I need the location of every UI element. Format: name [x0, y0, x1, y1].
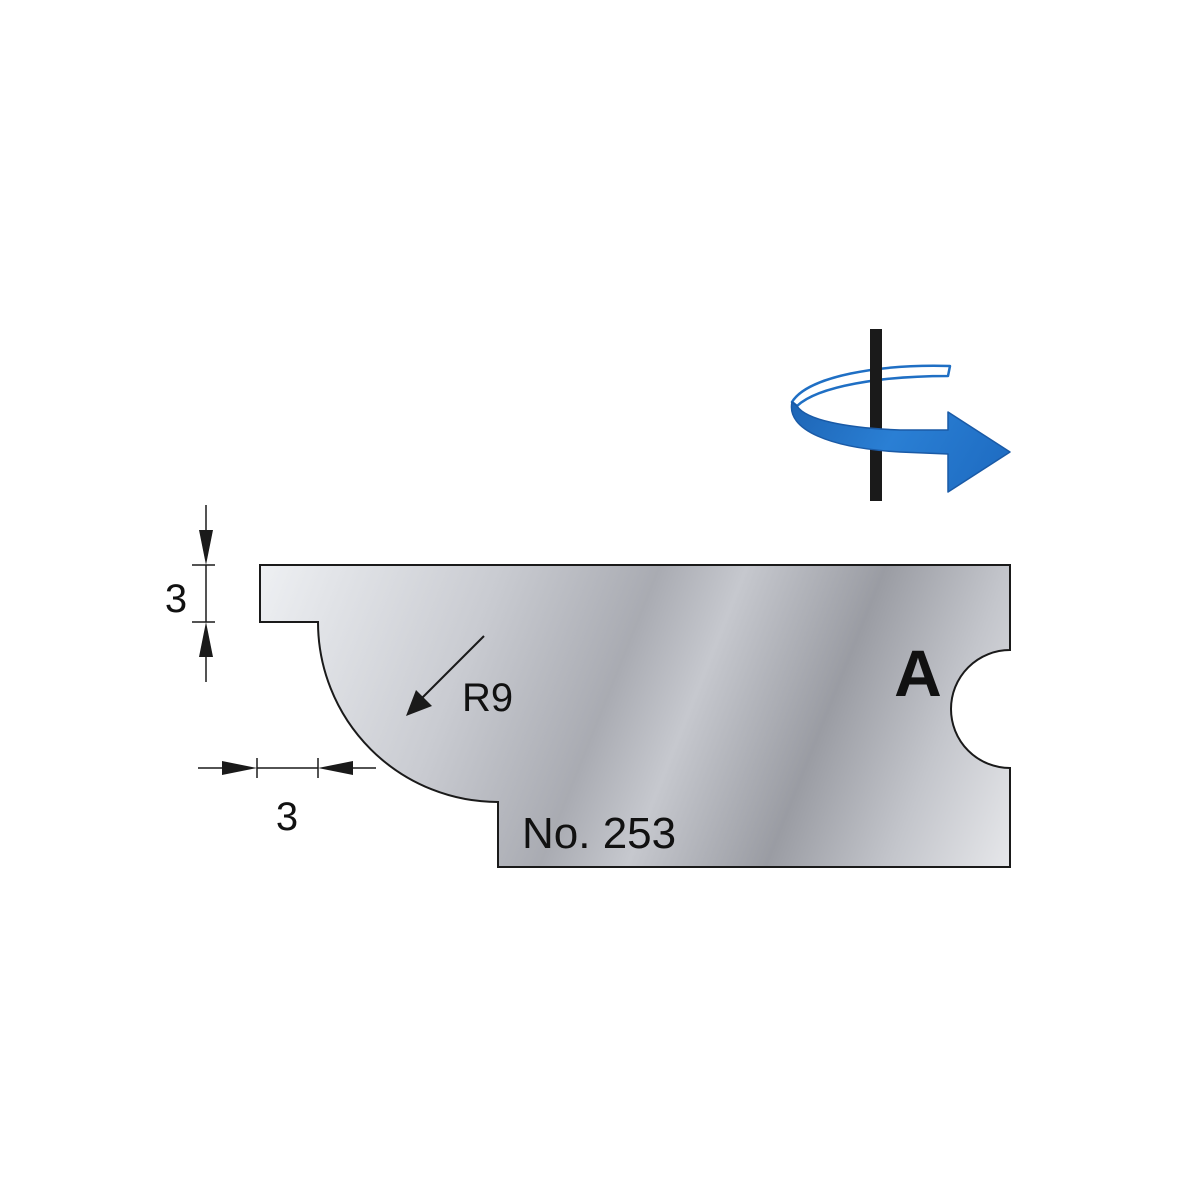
profile-number: No. 253 — [522, 809, 676, 858]
radius-arrowhead — [406, 690, 432, 716]
vertical-dimension-value: 3 — [165, 577, 187, 621]
arrowhead-right — [222, 761, 257, 775]
radius-annotation: R9 — [406, 635, 513, 720]
arrowhead-up — [199, 622, 213, 657]
rotation-ribbon-front — [790, 401, 1011, 493]
rotation-axis-shaft-lower — [870, 454, 882, 501]
clockwise-rotation-arrow-icon — [790, 329, 1011, 501]
horizontal-dimension-value: 3 — [276, 795, 298, 839]
arrowhead-down — [199, 530, 213, 565]
side-label: A — [894, 636, 942, 710]
vertical-dimension: 3 — [165, 505, 215, 682]
rotation-ribbon-back — [790, 364, 952, 408]
cutter-blade — [259, 564, 1011, 868]
radius-leader-line — [419, 635, 485, 701]
radius-label: R9 — [462, 676, 513, 720]
horizontal-dimension: 3 — [198, 758, 376, 839]
arrowhead-left — [318, 761, 353, 775]
